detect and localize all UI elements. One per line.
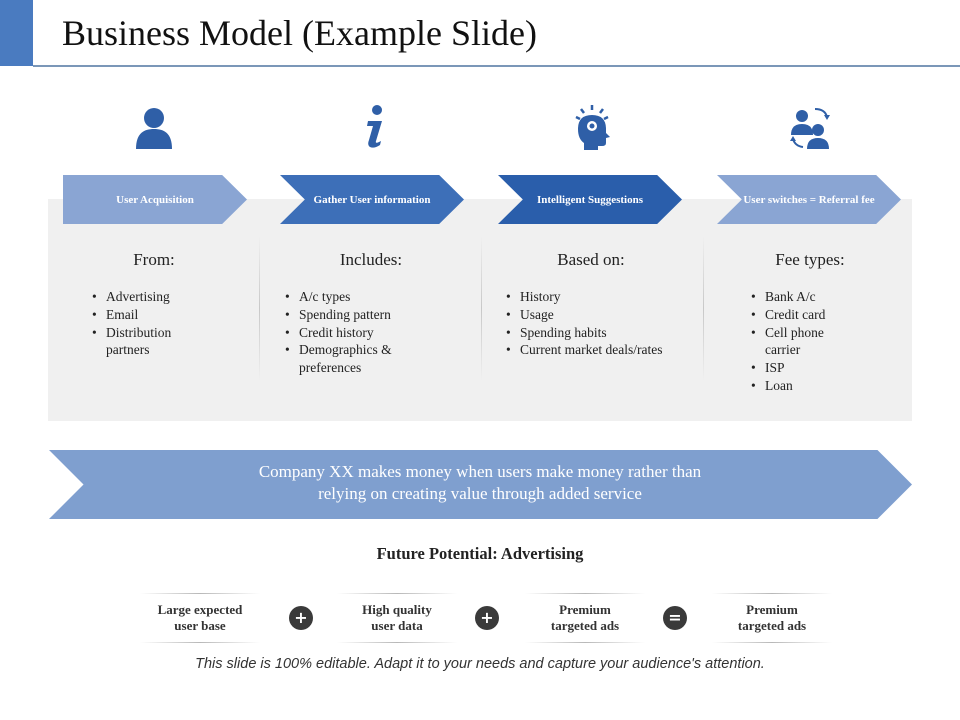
idea-head-icon <box>568 103 616 151</box>
column-divider <box>481 236 482 381</box>
equals-operator: = <box>663 606 687 630</box>
fee-types-list: Bank A/c Credit card Cell phone carrier … <box>751 288 861 395</box>
future-potential-title: Future Potential: Advertising <box>376 544 584 563</box>
step-chevron-intelligent-suggestions: Intelligent Suggestions <box>498 175 682 224</box>
plus-operator: + <box>289 606 313 630</box>
step-chevron-gather-user-information: Gather User information <box>280 175 464 224</box>
title-accent-block <box>0 0 33 66</box>
info-icon <box>350 103 398 151</box>
list-item: History <box>506 288 696 306</box>
summary-line-2: relying on creating value through added … <box>318 484 642 503</box>
summary-line-1: Company XX makes money when users make m… <box>258 462 702 481</box>
column-heading-includes: Includes: <box>339 250 403 269</box>
list-item: ISP <box>751 359 861 377</box>
step-chevron-user-acquisition: User Acquisition <box>63 175 247 224</box>
equation-item-line: user data <box>371 618 423 633</box>
summary-banner-text: Company XX makes money when users make m… <box>180 461 780 505</box>
equation-item-line: targeted ads <box>550 618 620 633</box>
column-heading-from: From: <box>133 250 175 269</box>
list-item: Bank A/c <box>751 288 861 306</box>
user-switch-icon <box>787 103 835 151</box>
list-item: Current market deals/rates <box>506 341 696 359</box>
based-on-list: History Usage Spending habits Current ma… <box>506 288 696 359</box>
list-item: Usage <box>506 306 696 324</box>
list-item: Credit card <box>751 306 861 324</box>
equation-item-line: user base <box>174 618 226 633</box>
summary-banner <box>49 450 912 519</box>
footer-note: This slide is 100% editable. Adapt it to… <box>195 656 765 672</box>
list-item: Spending habits <box>506 324 696 342</box>
list-item: Demographics & preferences <box>285 341 425 377</box>
list-item: Loan <box>751 377 861 395</box>
equation-item-line: Premium <box>559 602 611 617</box>
list-item: Cell phone carrier <box>751 324 861 360</box>
equation-item-line: Large expected <box>157 602 243 617</box>
column-heading-fee-types: Fee types: <box>775 250 845 269</box>
plus-operator: + <box>475 606 499 630</box>
list-item: A/c types <box>285 288 425 306</box>
column-divider <box>703 236 704 381</box>
equation-item-line: Premium <box>746 602 798 617</box>
includes-list: A/c types Spending pattern Credit histor… <box>285 288 425 377</box>
list-item: Advertising <box>92 288 212 306</box>
column-divider <box>259 236 260 381</box>
step-chevron-user-switches: User switches = Referral fee <box>717 175 901 224</box>
user-icon <box>130 103 178 151</box>
list-item: Distribution partners <box>92 324 212 360</box>
title-underline <box>33 65 960 67</box>
list-item: Email <box>92 306 212 324</box>
column-heading-based-on: Based on: <box>557 250 625 269</box>
from-list: Advertising Email Distribution partners <box>92 288 212 359</box>
list-item: Spending pattern <box>285 306 425 324</box>
slide-title: Business Model (Example Slide) <box>62 13 537 53</box>
equation-item-line: High quality <box>362 602 432 617</box>
equation-item-line: targeted ads <box>737 618 807 633</box>
list-item: Credit history <box>285 324 425 342</box>
